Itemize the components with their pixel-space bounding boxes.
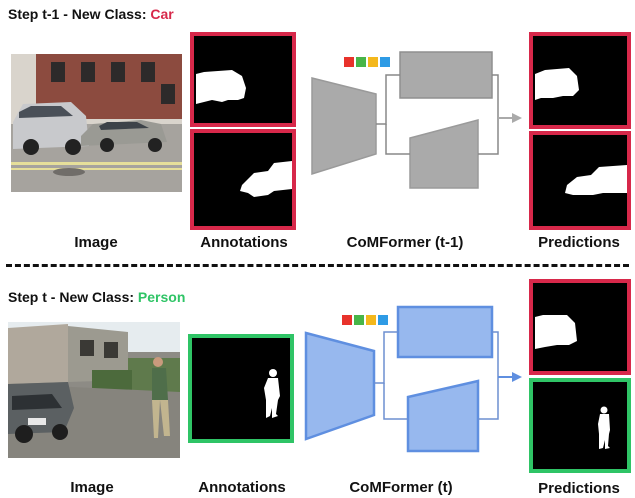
annotation-mask-top-1 bbox=[190, 32, 296, 127]
query-square-yellow bbox=[366, 315, 376, 325]
query-square-blue bbox=[378, 315, 388, 325]
caption-annotations-top: Annotations bbox=[200, 234, 288, 251]
step-label: Step t - New Class: bbox=[8, 289, 138, 305]
model-diagram-top bbox=[306, 50, 528, 200]
new-class-name: Car bbox=[150, 6, 174, 22]
caption-model-bottom: CoMFormer (t) bbox=[349, 479, 453, 496]
pixel-decoder-block bbox=[406, 379, 480, 453]
caption-image-top: Image bbox=[74, 234, 118, 251]
decoder-box bbox=[396, 305, 494, 359]
annotation-mask-top-2 bbox=[190, 129, 296, 230]
query-square-yellow bbox=[368, 57, 378, 67]
input-image-cars bbox=[11, 54, 182, 192]
prediction-mask-top-2 bbox=[529, 131, 631, 230]
step-label: Step t-1 - New Class: bbox=[8, 6, 151, 22]
caption-annotations-bottom: Annotations bbox=[198, 479, 286, 496]
caption-image-bottom: Image bbox=[70, 479, 114, 496]
query-square-red bbox=[342, 315, 352, 325]
caption-predictions-top: Predictions bbox=[538, 234, 620, 251]
encoder-block bbox=[304, 331, 376, 441]
arrow-icon bbox=[512, 113, 522, 123]
query-square-green bbox=[356, 57, 366, 67]
prediction-mask-top-1 bbox=[529, 32, 631, 129]
decoder-box bbox=[399, 51, 493, 99]
caption-predictions-bottom: Predictions bbox=[538, 480, 620, 497]
annotation-mask-bottom bbox=[188, 334, 294, 443]
step-title-bottom: Step t - New Class: Person bbox=[8, 289, 185, 305]
pixel-decoder-block bbox=[409, 119, 479, 189]
query-square-green bbox=[354, 315, 364, 325]
dashed-separator bbox=[6, 264, 629, 267]
input-image-person bbox=[8, 322, 180, 458]
query-square-red bbox=[344, 57, 354, 67]
query-square-blue bbox=[380, 57, 390, 67]
prediction-mask-bottom-car bbox=[529, 279, 631, 375]
encoder-block bbox=[311, 77, 377, 176]
step-title-top: Step t-1 - New Class: Car bbox=[8, 6, 174, 22]
caption-model-top: CoMFormer (t-1) bbox=[346, 234, 464, 251]
model-diagram-bottom bbox=[300, 303, 528, 463]
arrow-icon bbox=[512, 372, 522, 382]
prediction-mask-bottom-person bbox=[529, 378, 631, 473]
new-class-name: Person bbox=[137, 289, 186, 305]
